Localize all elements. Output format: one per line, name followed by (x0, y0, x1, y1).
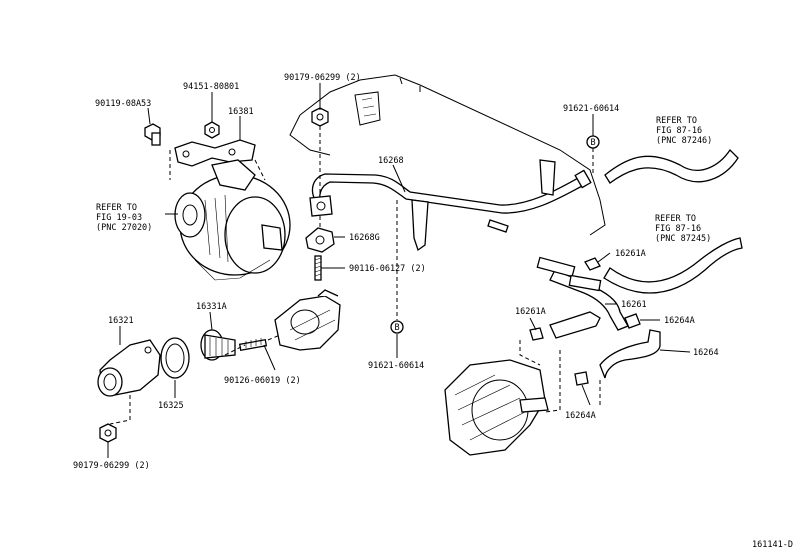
label-16325: 16325 (158, 401, 184, 411)
label-94151-80801: 94151-80801 (183, 82, 239, 92)
bolt-90119 (144, 123, 161, 146)
nut-94151 (204, 121, 220, 139)
svg-text:B: B (590, 138, 595, 148)
part-labels: 90179-06299 (2) 94151-80801 90119-08A53 … (73, 73, 793, 550)
bracket-16381 (174, 139, 256, 167)
water-inlet-16321 (97, 339, 161, 397)
label-90179-06299-bottom: 90179-06299 (2) (73, 461, 150, 471)
gasket-16325 (160, 337, 190, 379)
short-pipe (536, 256, 602, 292)
label-16321: 16321 (108, 316, 134, 326)
label-refer-top-3: (PNC 87246) (656, 136, 712, 146)
water-bypass-pipe (309, 159, 592, 252)
label-16264: 16264 (693, 348, 719, 358)
label-refer-left-1: REFER TO (96, 203, 137, 213)
leader-lines (107, 83, 691, 458)
label-91621-60614-top: 91621-60614 (563, 104, 619, 114)
hose-87246 (604, 148, 739, 184)
clamp-16261a-upper (584, 257, 601, 271)
label-16381: 16381 (228, 107, 254, 117)
nut-top (311, 107, 329, 127)
figure-code: 161141-D (752, 540, 793, 550)
label-90126-06019: 90126-06019 (2) (224, 376, 301, 386)
hose-16264 (599, 329, 661, 379)
label-16264A-lower: 16264A (565, 411, 596, 421)
thermostat-16331a (200, 329, 236, 361)
label-16261: 16261 (621, 300, 647, 310)
dashed-guide-lines (109, 126, 601, 425)
callout-b-bottom: B (390, 320, 404, 334)
gasket-16268g (305, 227, 335, 253)
label-refer-mid-3: (PNC 87245) (655, 234, 711, 244)
water-outlet-housing (274, 289, 341, 351)
label-90179-06299-top: 90179-06299 (2) (284, 73, 361, 83)
label-refer-left-2: FIG 19-03 (96, 213, 142, 223)
stud-bolt (314, 255, 322, 281)
stud-90126 (238, 338, 268, 351)
label-16268: 16268 (378, 156, 404, 166)
alternator (174, 159, 291, 281)
callout-b-top: B (586, 135, 600, 149)
label-16264A-upper: 16264A (664, 316, 695, 326)
clamp-16261a-lower (529, 327, 544, 341)
engine-block-outline (289, 74, 606, 236)
water-pump-assembly (444, 359, 549, 456)
label-16331A: 16331A (196, 302, 227, 312)
nut-bottom (99, 423, 117, 443)
label-16261A-upper: 16261A (615, 249, 646, 259)
clamp-16264a-lower (574, 371, 589, 386)
hose-87245 (603, 237, 743, 294)
label-refer-top-2: FIG 87-16 (656, 126, 702, 136)
svg-text:B: B (394, 323, 399, 333)
label-16261A-lower: 16261A (515, 307, 546, 317)
clamp-16264a-upper (624, 313, 641, 329)
label-refer-mid-1: REFER TO (655, 214, 696, 224)
label-refer-mid-2: FIG 87-16 (655, 224, 701, 234)
label-91621-60614-bottom: 91621-60614 (368, 361, 424, 371)
label-90119-08A53: 90119-08A53 (95, 99, 151, 109)
label-refer-top-1: REFER TO (656, 116, 697, 126)
label-90116-06127: 90116-06127 (2) (349, 264, 426, 274)
label-16268G: 16268G (349, 233, 380, 243)
label-refer-left-3: (PNC 27020) (96, 223, 152, 233)
